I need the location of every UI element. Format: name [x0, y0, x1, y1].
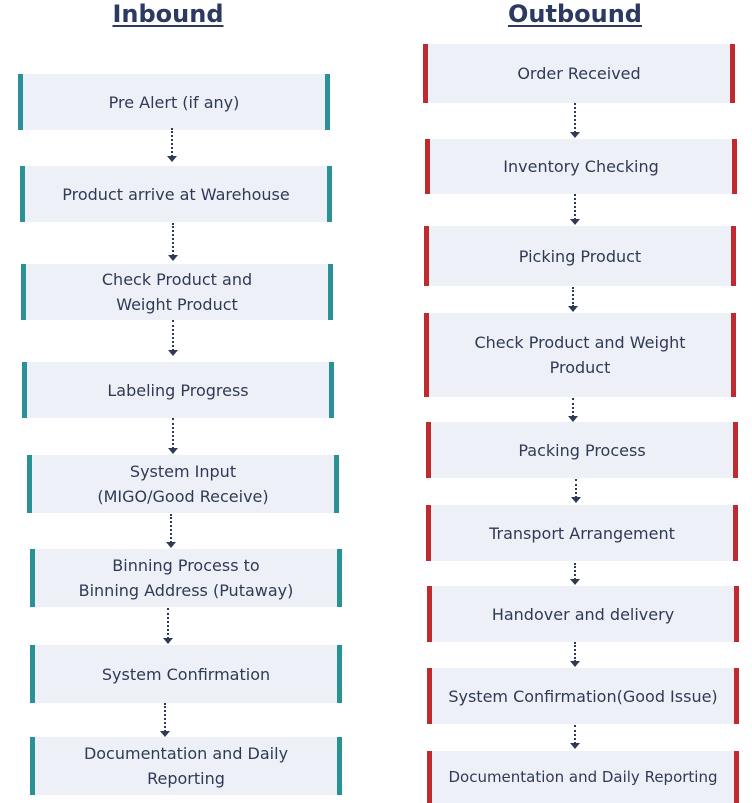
inbound-step-3: Check Product and Weight Product	[21, 264, 333, 320]
outbound-step-3: Picking Product	[424, 226, 736, 286]
inbound-arrow-1	[167, 128, 177, 162]
outbound-arrow-4	[568, 398, 578, 422]
outbound-step-label: Picking Product	[518, 246, 642, 266]
outbound-step-label: Packing Process	[518, 440, 646, 460]
outbound-step-2: Inventory Checking	[425, 139, 737, 194]
inbound-arrow-7	[160, 703, 170, 737]
inbound-step-label: Product arrive at Warehouse	[62, 184, 290, 204]
inbound-step-8: Documentation and Daily Reporting	[30, 737, 342, 795]
inbound-step-4: Labeling Progress	[22, 362, 334, 418]
inbound-arrow-2	[168, 223, 178, 261]
outbound-step-6: Transport Arrangement	[426, 505, 738, 561]
inbound-arrow-6	[163, 608, 173, 644]
outbound-title: Outbound	[508, 0, 642, 28]
inbound-arrow-3	[168, 320, 178, 356]
inbound-step-1: Pre Alert (if any)	[18, 74, 330, 130]
inbound-step-6: Binning Process to Binning Address (Puta…	[30, 549, 342, 607]
outbound-step-label: Order Received	[517, 64, 641, 83]
inbound-step-label: Documentation and Daily Reporting	[83, 744, 289, 788]
outbound-step-9: Documentation and Daily Reporting	[427, 751, 739, 803]
outbound-arrow-2	[570, 194, 580, 225]
inbound-step-label: Labeling Progress	[107, 380, 249, 400]
inbound-arrow-5	[166, 514, 176, 548]
outbound-step-1: Order Received	[423, 44, 735, 103]
outbound-arrow-1	[570, 103, 580, 138]
outbound-step-5: Packing Process	[426, 422, 738, 478]
outbound-step-label: Check Product and Weight Product	[474, 333, 686, 377]
outbound-step-label: Inventory Checking	[503, 157, 659, 176]
inbound-arrow-4	[168, 418, 178, 454]
inbound-step-label: Pre Alert (if any)	[108, 92, 240, 112]
outbound-arrow-5	[571, 479, 581, 503]
inbound-step-2: Product arrive at Warehouse	[20, 166, 332, 222]
outbound-arrow-7	[570, 642, 580, 667]
inbound-step-5: System Input (MIGO/Good Receive)	[27, 455, 339, 513]
inbound-step-label: Check Product and Weight Product	[101, 270, 253, 314]
outbound-step-8: System Confirmation(Good Issue)	[427, 668, 739, 724]
outbound-step-label: Handover and delivery	[491, 604, 675, 624]
outbound-step-label: Documentation and Daily Reporting	[448, 767, 718, 786]
inbound-title: Inbound	[112, 0, 224, 28]
outbound-step-label: Transport Arrangement	[489, 523, 675, 543]
inbound-step-label: System Input (MIGO/Good Receive)	[97, 462, 269, 506]
outbound-arrow-3	[568, 287, 578, 312]
outbound-arrow-6	[570, 563, 580, 585]
outbound-step-7: Handover and delivery	[427, 586, 739, 642]
inbound-step-7: System Confirmation	[30, 645, 342, 703]
inbound-step-label: Binning Process to Binning Address (Puta…	[78, 556, 294, 600]
outbound-arrow-8	[570, 725, 580, 749]
inbound-step-label: System Confirmation	[101, 664, 271, 684]
outbound-step-label: System Confirmation(Good Issue)	[448, 686, 718, 706]
outbound-step-4: Check Product and Weight Product	[424, 313, 736, 397]
